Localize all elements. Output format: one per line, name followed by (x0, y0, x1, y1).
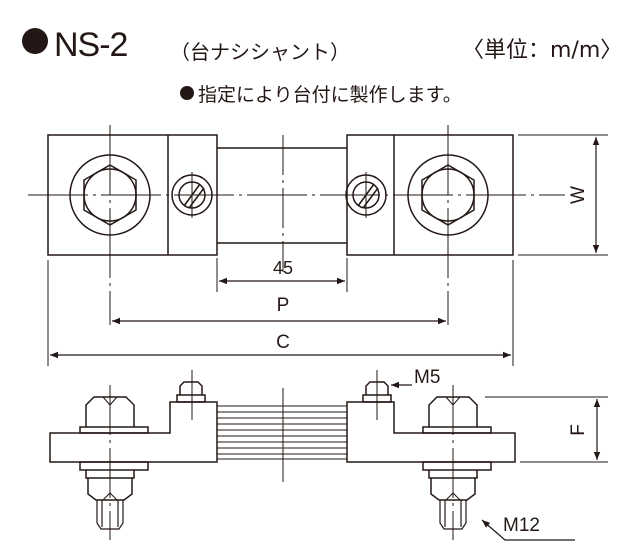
side-view (49, 370, 608, 541)
left-m12-bolt (79, 385, 149, 540)
product-title: NS-2 (22, 26, 128, 65)
shunt-strips (217, 405, 347, 460)
dim-w-label: W (568, 186, 589, 204)
unit-label: 〈単位：m/m〉 (462, 38, 623, 63)
dim-c-label: C (276, 332, 290, 353)
right-terminal-side (346, 401, 516, 463)
m12-label: M12 (503, 515, 540, 536)
m5-label: M5 (414, 367, 440, 388)
top-view (28, 125, 608, 366)
m12-leader (481, 519, 575, 541)
right-m12-bolt (422, 385, 492, 540)
dim-p-label: P (277, 295, 290, 316)
left-m5-screw-side (176, 370, 206, 420)
note-text: 指定により台付に製作します。 (198, 84, 462, 106)
model-description: （台ナシシャント） (170, 40, 350, 64)
dim-f-label: F (568, 424, 589, 436)
model-name: NS-2 (54, 26, 128, 64)
dim-45-label: 45 (273, 258, 293, 278)
bullet-icon (180, 86, 194, 100)
note: 指定により台付に製作します。 (180, 80, 462, 107)
bullet-icon (22, 28, 48, 54)
left-terminal-side (49, 401, 218, 463)
right-m5-screw-side (362, 370, 392, 420)
